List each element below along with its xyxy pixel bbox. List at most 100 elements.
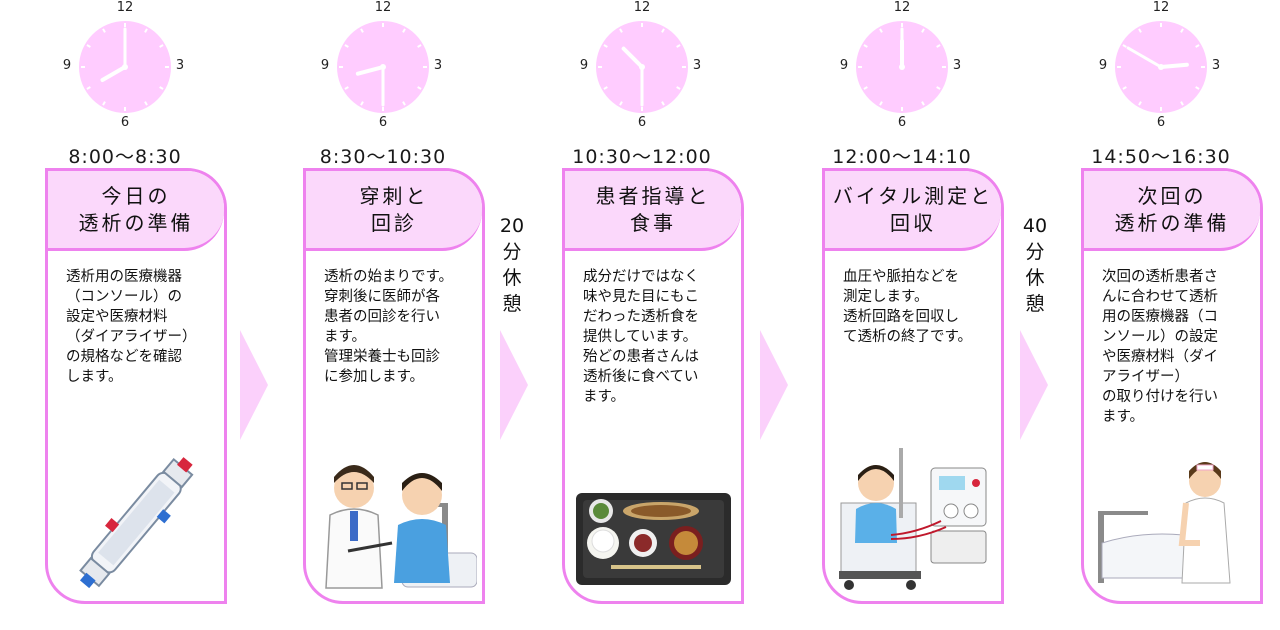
clock-tick bbox=[159, 86, 164, 90]
clock-tick bbox=[603, 44, 608, 48]
clock-tick bbox=[417, 86, 422, 90]
clock-tick bbox=[144, 28, 148, 33]
clock-tick bbox=[402, 28, 406, 33]
card-header: バイタル測定と 回収 bbox=[825, 171, 1001, 251]
clock-tick bbox=[1195, 86, 1200, 90]
time-range: 10:30～12:00 bbox=[572, 146, 712, 168]
step-4: 12 3 6 9 12:00～14:10 バイタル測定と 回収 血圧や脈拍などを… bbox=[792, 0, 1012, 630]
clock-face bbox=[1115, 21, 1207, 113]
clock-6: 6 bbox=[897, 115, 907, 130]
card-description: 血圧や脈拍などを 測定します。 透析回路を回収し て透析の終了です。 bbox=[843, 269, 973, 345]
clock-3: 3 bbox=[175, 58, 185, 73]
clock-tick bbox=[1138, 28, 1142, 33]
clock-tick bbox=[676, 44, 681, 48]
clock-icon: 12 3 6 9 bbox=[15, 0, 235, 135]
clock-hour-hand bbox=[100, 65, 127, 82]
card-title: 次回の 透析の準備 bbox=[1114, 183, 1230, 235]
clock-6: 6 bbox=[1156, 115, 1166, 130]
clock-tick bbox=[921, 101, 925, 106]
clock-tick bbox=[863, 86, 868, 90]
step-card: 穿刺と 回診 透析の始まりです。 穿刺後に医師が各 患者の回診を行い ます。 管… bbox=[303, 168, 485, 604]
clock-tick bbox=[603, 86, 608, 90]
clock-tick bbox=[144, 101, 148, 106]
clock-hub bbox=[122, 64, 128, 70]
clock-hour-hand bbox=[355, 65, 385, 76]
clock-tick bbox=[1122, 86, 1127, 90]
clock-tick bbox=[661, 28, 665, 33]
clock-3: 3 bbox=[433, 58, 443, 73]
clock-6: 6 bbox=[120, 115, 130, 130]
next-arrow bbox=[1020, 330, 1048, 440]
card-title: バイタル測定と 回収 bbox=[832, 183, 994, 235]
clock-12: 12 bbox=[116, 0, 134, 15]
clock-9: 9 bbox=[62, 58, 72, 73]
card-header: 患者指導と 食事 bbox=[565, 171, 741, 251]
clock-tick bbox=[102, 28, 106, 33]
time-range: 12:00～14:10 bbox=[832, 146, 972, 168]
clock-tick bbox=[936, 44, 941, 48]
time-range: 8:00～8:30 bbox=[68, 146, 182, 168]
clock-12: 12 bbox=[374, 0, 392, 15]
clock-12: 12 bbox=[633, 0, 651, 15]
next-arrow bbox=[760, 330, 788, 440]
clock-3: 3 bbox=[952, 58, 962, 73]
clock-face bbox=[596, 21, 688, 113]
clock-12: 12 bbox=[893, 0, 911, 15]
clock-9: 9 bbox=[579, 58, 589, 73]
clock-6: 6 bbox=[378, 115, 388, 130]
clock-tick bbox=[863, 44, 868, 48]
clock-face bbox=[79, 21, 171, 113]
clock-minute-hand bbox=[1126, 46, 1163, 69]
clock-face bbox=[856, 21, 948, 113]
clock-hub bbox=[639, 64, 645, 70]
clock-hour-hand bbox=[621, 46, 644, 69]
clock-tick bbox=[344, 44, 349, 48]
clock-9: 9 bbox=[320, 58, 330, 73]
clock-hub bbox=[1158, 64, 1164, 70]
clock-tick bbox=[661, 101, 665, 106]
clock-tick bbox=[1180, 28, 1184, 33]
card-description: 透析用の医療機器 （コンソール）の 設定や医療材料 （ダイアライザー） の規格な… bbox=[66, 269, 197, 385]
clock-icon: 12 3 6 9 bbox=[273, 0, 493, 135]
card-header: 次回の 透析の準備 bbox=[1084, 171, 1260, 251]
clock-tick bbox=[619, 28, 623, 33]
step-3: 12 3 6 9 10:30～12:00 患者指導と 食事 成分だけではなく 味… bbox=[532, 0, 752, 630]
clock-tick bbox=[102, 101, 106, 106]
clock-tick bbox=[360, 28, 364, 33]
step-5: 12 3 6 9 14:50～16:30 次回の 透析の準備 次回の透析患者さ … bbox=[1051, 0, 1271, 630]
clock-tick bbox=[936, 86, 941, 90]
clock-6: 6 bbox=[637, 115, 647, 130]
clock-hour-hand bbox=[1159, 62, 1189, 69]
next-arrow bbox=[500, 330, 528, 440]
card-title: 穿刺と 回診 bbox=[359, 183, 429, 235]
clock-tick bbox=[159, 44, 164, 48]
time-range: 14:50～16:30 bbox=[1091, 146, 1231, 168]
clock-tick bbox=[879, 101, 883, 106]
clock-tick bbox=[921, 28, 925, 33]
card-description: 次回の透析患者さ んに合わせて透析 用の医療機器（コ ンソール）の設定 や医療材… bbox=[1102, 269, 1218, 425]
clock-tick bbox=[1180, 101, 1184, 106]
clock-9: 9 bbox=[839, 58, 849, 73]
clock-tick bbox=[86, 86, 91, 90]
step-card: 今日の 透析の準備 透析用の医療機器 （コンソール）の 設定や医療材料 （ダイア… bbox=[45, 168, 227, 604]
clock-hub bbox=[899, 64, 905, 70]
clock-tick bbox=[344, 86, 349, 90]
clock-3: 3 bbox=[1211, 58, 1221, 73]
clock-icon: 12 3 6 9 bbox=[792, 0, 1012, 135]
clock-face bbox=[337, 21, 429, 113]
doctor-patient-icon bbox=[325, 465, 477, 589]
clock-12: 12 bbox=[1152, 0, 1170, 15]
clock-tick bbox=[402, 101, 406, 106]
meal-tray-icon bbox=[576, 493, 731, 585]
step-1: 12 3 6 9 8:00～8:30 今日の 透析の準備 透析用の医療機器 （コ… bbox=[15, 0, 235, 630]
clock-3: 3 bbox=[692, 58, 702, 73]
rest-break: 40分 休 憩 bbox=[1022, 215, 1048, 315]
clock-icon: 12 3 6 9 bbox=[1051, 0, 1271, 135]
clock-9: 9 bbox=[1098, 58, 1108, 73]
rest-break: 20分 休 憩 bbox=[499, 215, 525, 315]
nurse-bed-icon bbox=[1098, 462, 1231, 584]
step-card: 患者指導と 食事 成分だけではなく 味や見た目にもこ だわった透析食を 提供して… bbox=[562, 168, 744, 604]
step-card: 次回の 透析の準備 次回の透析患者さ んに合わせて透析 用の医療機器（コ ンソー… bbox=[1081, 168, 1263, 604]
card-description: 成分だけではなく 味や見た目にもこ だわった透析食を 提供しています。 殆どの患… bbox=[583, 269, 699, 405]
clock-tick bbox=[619, 101, 623, 106]
